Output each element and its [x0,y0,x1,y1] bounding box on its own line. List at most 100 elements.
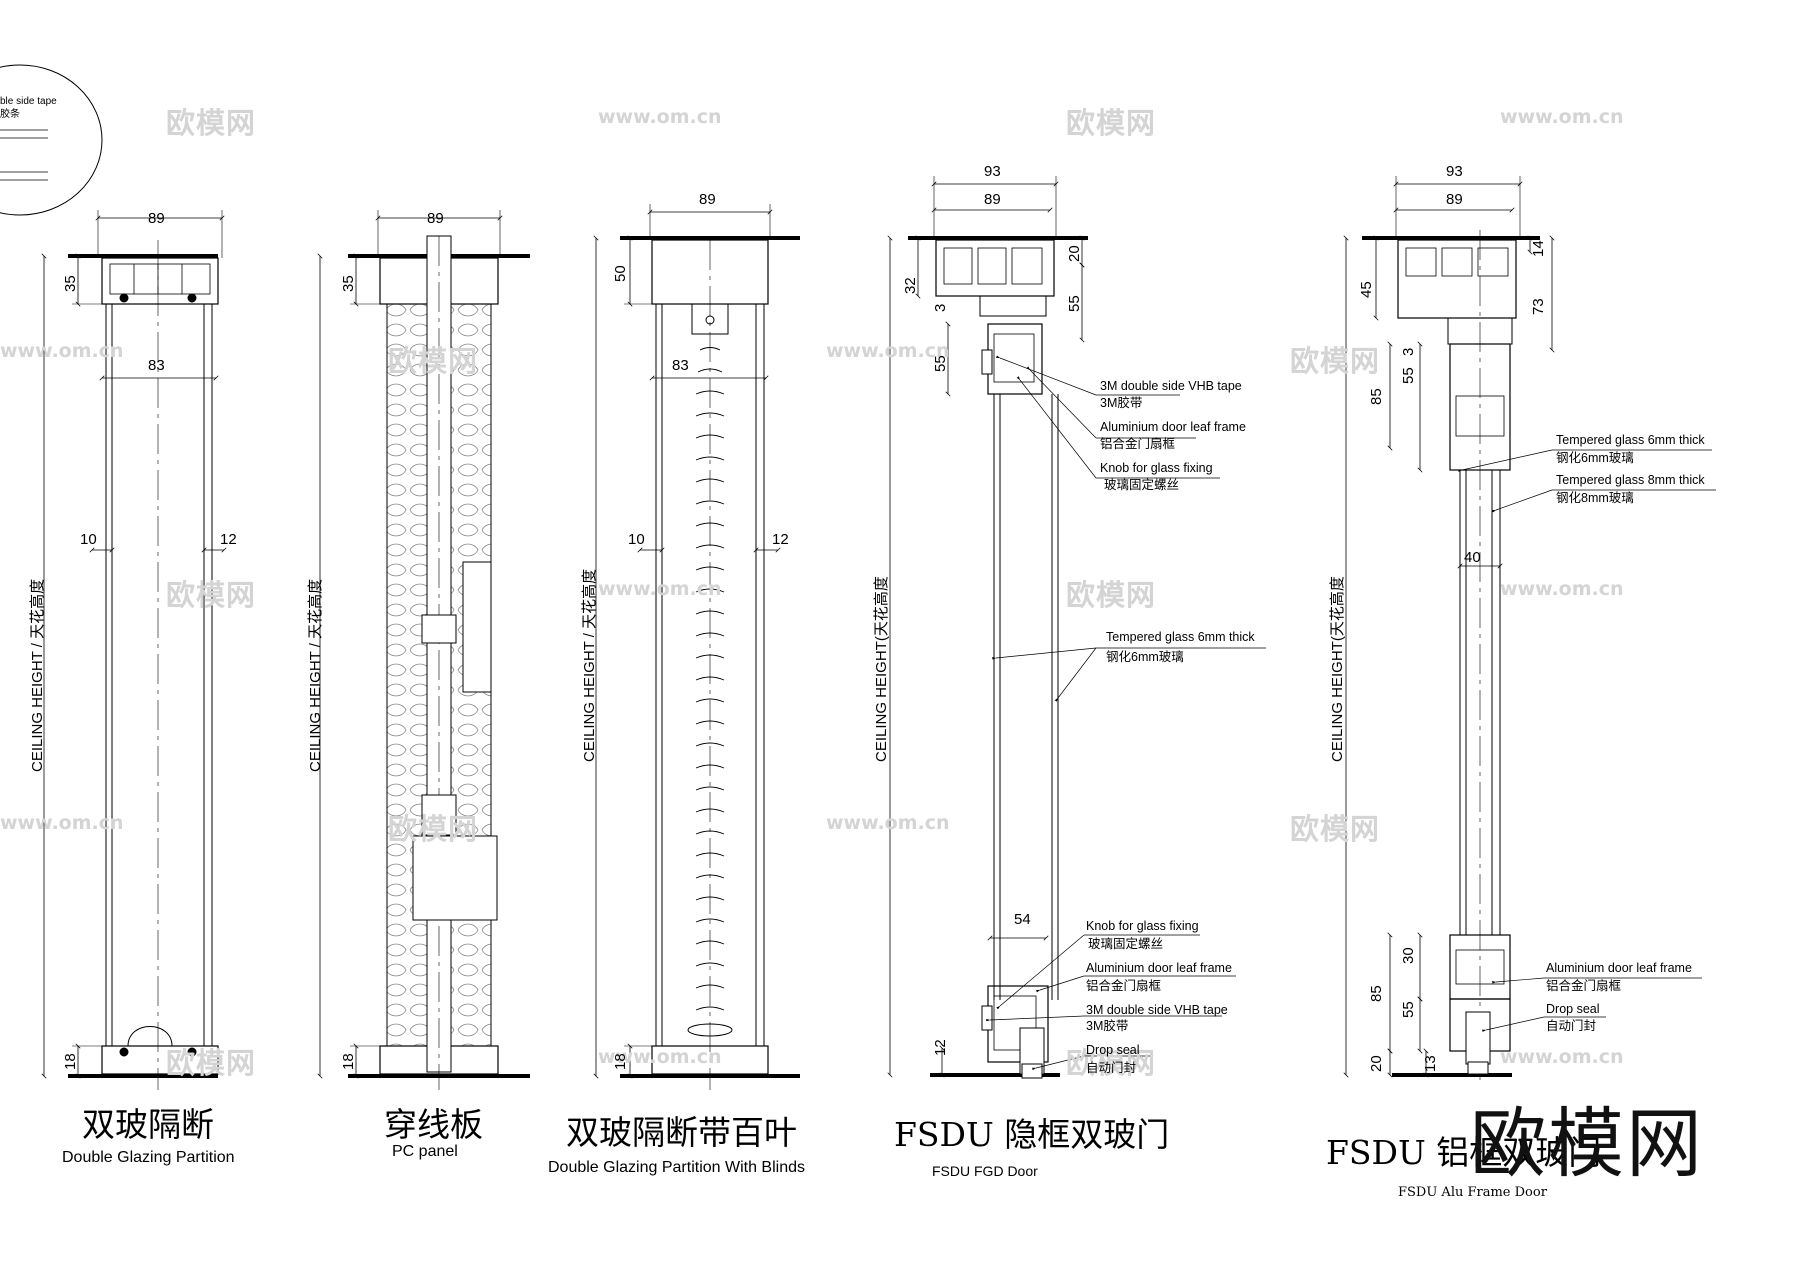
watermark-site: www.om.cn [826,340,950,362]
dim-top-track: 35 [62,275,79,292]
dim-header-32: 32 [902,277,919,294]
fgd-note-cn: 自动门封 [1086,1061,1137,1075]
watermark-site: www.om.cn [826,812,950,834]
dim-outer-width: 93 [984,163,1001,180]
section-title-en: PC panel [392,1143,458,1160]
alu-note-cn: 铝合金门扇框 [1546,979,1622,993]
ceiling-height-label: CEILING HEIGHT(天花高度 [873,576,890,762]
alu-note-en: Tempered glass 6mm thick [1556,433,1705,447]
dim-frame-55: 55 [1400,367,1417,384]
dim-width: 89 [148,210,165,227]
fgd-note-cn: 玻璃固定螺丝 [1104,478,1180,492]
dim-bottom-85: 85 [1368,985,1385,1002]
watermark-site: www.om.cn [1500,1046,1624,1068]
dim-top-track: 50 [612,265,629,282]
dim-right-glass: 12 [772,531,789,548]
dim-bottom-12: 12 [932,1039,949,1056]
section-title-en: FSDU Alu Frame Door [1398,1185,1547,1200]
section-with-blinds [593,204,800,1090]
fgd-note-cn: 3M胶带 [1086,1019,1129,1033]
brand-logo: 欧模网 [1470,1099,1704,1188]
section-title-en: Double Glazing Partition With Blinds [548,1159,806,1176]
alu-note-en: Drop seal [1546,1002,1600,1016]
dim-gap-3: 3 [1400,347,1417,356]
section-pc-panel [317,210,530,1090]
section-title-cn: 双玻隔断带百叶 [566,1113,797,1152]
dim-bottom-20: 20 [1368,1055,1385,1072]
fgd-note-en: Knob for glass fixing [1100,461,1213,475]
watermark-brand: 欧模网 [388,344,479,378]
section-alu-door [1343,176,1716,1080]
dim-top-20: 20 [1066,245,1083,262]
section-title-cn: FSDU 隐框双玻门 [894,1115,1170,1154]
watermark-site: www.om.cn [598,578,722,600]
section-title-cn: 双玻隔断 [82,1105,214,1144]
dim-left-glass: 10 [628,531,645,548]
dim-top-track: 35 [340,275,357,292]
watermark-site: www.om.cn [598,1046,722,1068]
dim-gap-3: 3 [932,303,949,312]
ceiling-height-label: CEILING HEIGHT / 天花高度 [29,578,46,772]
section-double-glazing [41,210,227,1090]
fgd-note-cn: 钢化6mm玻璃 [1106,650,1184,664]
fgd-note-cn: 3M胶带 [1100,396,1143,410]
watermark-brand: 欧模网 [1290,344,1381,378]
dim-frame-55: 55 [932,355,949,372]
section-title-en: Double Glazing Partition [62,1149,235,1166]
watermark-site: www.om.cn [1500,106,1624,128]
ceiling-height-label: CEILING HEIGHT / 天花高度 [307,578,324,772]
watermark-brand: 欧模网 [166,1046,257,1080]
dim-glass-gap: 83 [672,357,689,374]
watermark-site: www.om.cn [1500,578,1624,600]
watermark-site: www.om.cn [598,106,722,128]
dim-bottom-track: 18 [62,1053,79,1070]
alu-note-cn: 钢化8mm玻璃 [1556,491,1634,505]
dim-bottom-30: 30 [1400,947,1417,964]
detail-callout [0,64,103,216]
fgd-note-en: Aluminium door leaf frame [1086,961,1232,975]
fgd-note-en: 3M double side VHB tape [1086,1003,1228,1017]
dim-left-glass: 10 [80,531,97,548]
fgd-note-en: Drop seal [1086,1043,1140,1057]
dim-bottom-track: 18 [612,1053,629,1070]
dim-bottom-track: 18 [340,1053,357,1070]
fgd-note-en: Aluminium door leaf frame [1100,420,1246,434]
watermark-site: www.om.cn [0,340,124,362]
section-title-en: FSDU FGD Door [932,1163,1038,1179]
alu-note-en: Tempered glass 8mm thick [1556,473,1705,487]
dim-glass-gap: 83 [148,357,165,374]
dim-top-55: 55 [1066,295,1083,312]
detail-legend-en: ble side tape [0,96,57,107]
dim-header-45: 45 [1358,281,1375,298]
watermark-brand: 欧模网 [388,812,479,846]
dim-glass-gap: 40 [1464,549,1481,566]
section-fgd-door [887,176,1266,1079]
watermark-brand: 欧模网 [1290,812,1381,846]
dim-outer-width: 93 [1446,163,1463,180]
watermark-brand: 欧模网 [166,106,257,140]
fgd-note-en: Knob for glass fixing [1086,919,1199,933]
watermark-brand: 欧模网 [1066,578,1157,612]
watermark-brand: 欧模网 [166,578,257,612]
alu-note-cn: 自动门封 [1546,1019,1597,1033]
watermark-brand: 欧模网 [1066,106,1157,140]
dim-width: 89 [1446,191,1463,208]
watermark-site: www.om.cn [0,812,124,834]
dim-bottom-55: 55 [1400,1001,1417,1018]
watermark-brand: 欧模网 [1066,1046,1157,1080]
dim-width: 89 [984,191,1001,208]
alu-note-en: Aluminium door leaf frame [1546,961,1692,975]
fgd-note-cn: 铝合金门扇框 [1086,979,1162,993]
dim-width: 89 [427,210,444,227]
dim-top-14: 14 [1530,240,1547,257]
section-title-cn: FSDU 铝框双玻门 [1326,1133,1602,1172]
dim-right-glass: 12 [220,531,237,548]
fgd-note-cn: 玻璃固定螺丝 [1088,937,1164,951]
section-title-cn: 穿线板 [384,1105,483,1144]
dim-width: 89 [699,191,716,208]
dim-frame-85: 85 [1368,388,1385,405]
dim-bottom-13: 13 [1422,1055,1439,1072]
alu-note-cn: 钢化6mm玻璃 [1556,451,1634,465]
